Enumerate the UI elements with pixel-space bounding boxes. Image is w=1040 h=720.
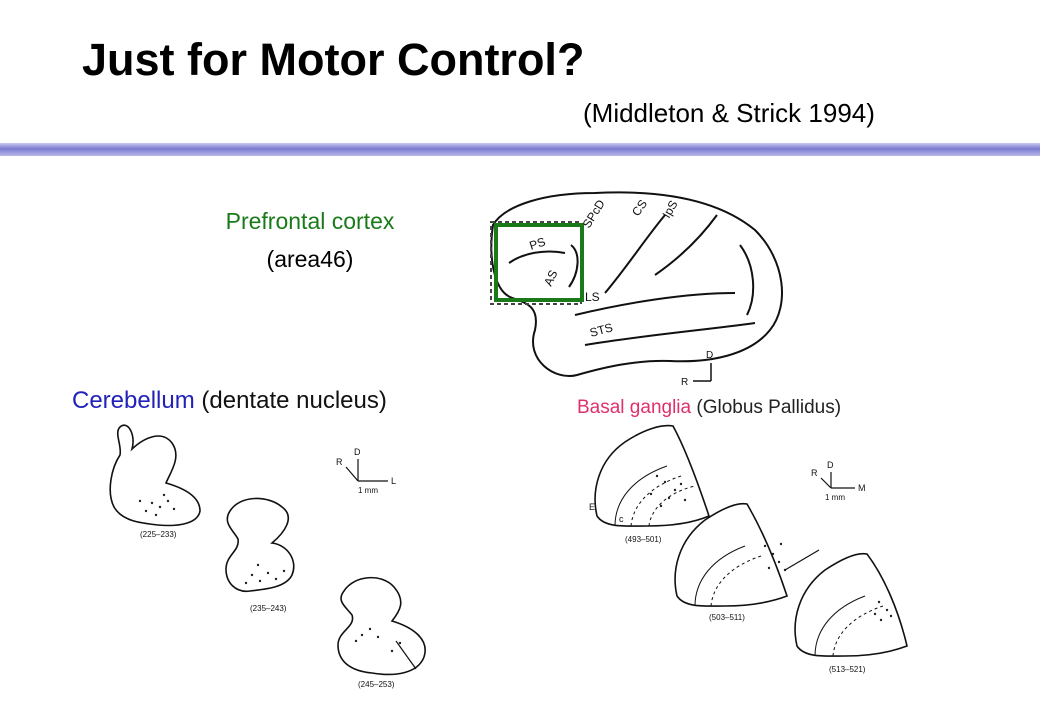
prefrontal-area: (area46) (266, 246, 354, 272)
label-as: AS (541, 268, 560, 288)
superior-temporal-sulcus (584, 322, 756, 346)
gp-section-1 (594, 424, 710, 527)
gp-section-label-3: (513–521) (829, 665, 866, 674)
gp-pointer-line (784, 549, 820, 571)
slide-title: Just for Motor Control? (82, 34, 585, 85)
prefrontal-label: Prefrontal cortex (area46) (190, 202, 430, 278)
gp-label-e: E (589, 502, 595, 512)
gp-scale: 1 mm (825, 493, 845, 502)
basal-ganglia-name: Basal ganglia (577, 397, 692, 418)
dentate-section-2 (225, 497, 295, 593)
gp-section-label-1: (493–501) (625, 535, 662, 544)
cerebellum-section-label-3: (245–253) (358, 680, 395, 689)
gp-axis-d: D (827, 460, 834, 470)
gp-axis-r: R (811, 468, 818, 478)
label-cs: CS (629, 197, 650, 219)
basal-ganglia-detail: (Globus Pallidus) (691, 397, 842, 418)
gp-label-c: c (619, 514, 624, 524)
principal-sulcus (508, 250, 566, 264)
globus-pallidus-sections-diagram: R D M 1 mm E c (493–501) (503–511) (513–… (589, 424, 908, 674)
gp-section-2 (674, 502, 789, 607)
citation: (Middleton & Strick 1994) (583, 98, 875, 128)
cerebellum-name: Cerebellum (72, 387, 195, 414)
axis-d-label: D (706, 350, 713, 361)
monkey-brain-diagram: SPcD CS IpS PS AS LS STS D R (490, 191, 783, 388)
dentate-section-3 (337, 576, 426, 676)
title-divider (0, 143, 1040, 156)
label-ls: LS (585, 290, 600, 304)
cerebellum-label: Cerebellum (dentate nucleus) (72, 387, 387, 415)
label-sts: STS (588, 320, 614, 340)
lateral-sulcus (574, 292, 736, 316)
area46-highlight-box (494, 223, 584, 302)
arcuate-sulcus (568, 244, 579, 288)
cerebellum-axis-d: D (354, 447, 361, 457)
cerebellum-axis-r: R (336, 457, 343, 467)
dentate-section-1 (109, 424, 201, 527)
prefrontal-name: Prefrontal cortex (225, 208, 395, 234)
cerebellum-scale: 1 mm (358, 486, 378, 495)
gp-axis-m: M (858, 483, 866, 493)
cerebellum-sections-diagram: R D L 1 mm (225–233) (235–243) (245–253) (109, 424, 426, 689)
intraparietal-sulcus (654, 214, 718, 276)
cerebellum-axis-l: L (391, 476, 396, 486)
dentate-pointer-line (395, 640, 417, 670)
cerebellum-section-label-1: (225–233) (140, 530, 177, 539)
label-spcd: SPcD (580, 197, 608, 231)
lunate-sulcus (739, 244, 755, 316)
cerebellum-detail: (dentate nucleus) (194, 387, 387, 414)
brain-outline (490, 191, 783, 378)
cerebellum-section-label-2: (235–243) (250, 604, 287, 613)
label-ps: PS (528, 235, 548, 253)
area46-dashed-box (490, 221, 582, 305)
central-sulcus (604, 214, 666, 294)
basal-ganglia-label: Basal ganglia (Globus Pallidus) (577, 397, 841, 419)
axis-r-label: R (681, 377, 688, 388)
gp-section-3 (794, 552, 908, 657)
gp-section-label-2: (503–511) (709, 613, 745, 622)
